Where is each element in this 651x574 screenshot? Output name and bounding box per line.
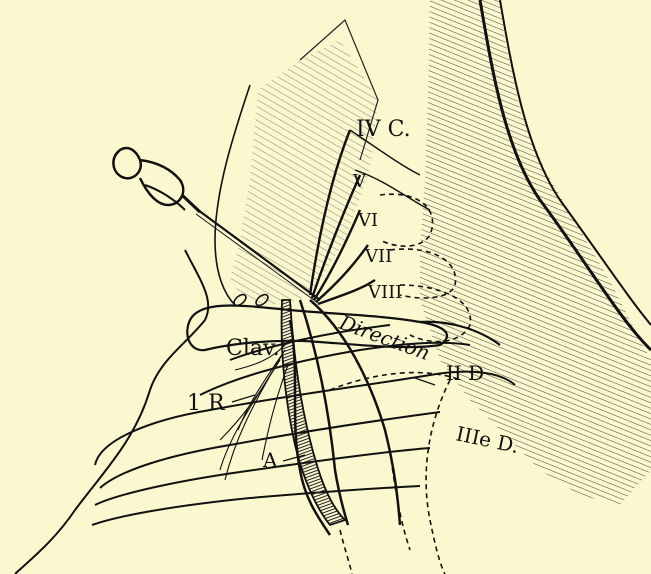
label-r1: 1 R bbox=[187, 391, 226, 416]
label-c8: VIII bbox=[367, 282, 402, 303]
intercostal-twigs bbox=[220, 345, 288, 480]
label-c6: VI bbox=[357, 210, 378, 231]
label-c5: V bbox=[352, 171, 367, 192]
label-artery: A bbox=[262, 448, 278, 472]
label-c7: VII bbox=[364, 246, 392, 267]
label-c4: IV C. bbox=[356, 117, 411, 142]
label-d2: II D bbox=[446, 361, 484, 385]
label-clavicle: Clav. bbox=[226, 336, 280, 361]
